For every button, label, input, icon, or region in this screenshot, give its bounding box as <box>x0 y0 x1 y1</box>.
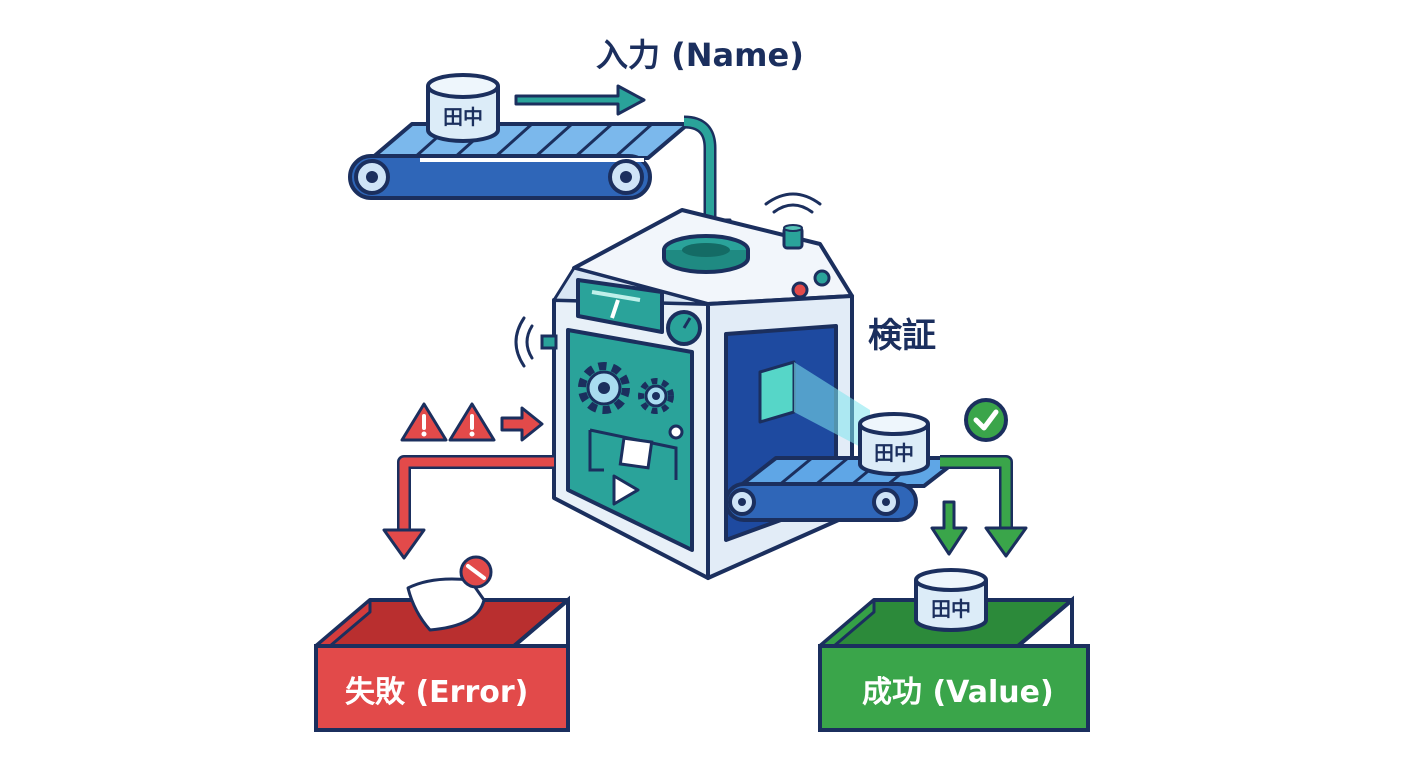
no-entry-icon <box>459 555 493 589</box>
side-signal-icon <box>514 316 534 368</box>
output-conveyor <box>724 456 962 522</box>
success-route-arrow-icon <box>940 455 1028 558</box>
flow-arrow-right-icon <box>514 84 646 116</box>
success-label: 成功 (Value) <box>862 675 1054 710</box>
validating-name-token: 田中 <box>858 412 930 476</box>
gear-icon <box>578 362 630 414</box>
error-bin <box>314 555 570 732</box>
signal-waves-icon <box>764 192 822 214</box>
input-label: 入力 (Name) <box>596 36 804 74</box>
input-conveyor <box>348 122 690 200</box>
warning-icon-second <box>448 402 496 442</box>
error-label: 失敗 (Error) <box>345 675 529 710</box>
error-route-arrow-icon <box>382 455 554 560</box>
verify-label: 検証 <box>868 316 936 356</box>
rejected-paper-icon <box>406 577 486 632</box>
success-name-token: 田中 <box>914 568 988 632</box>
success-bin: 田中 <box>818 568 1090 732</box>
validator-machine <box>514 192 870 580</box>
input-name-token: 田中 <box>426 73 500 143</box>
belt-token-label: 田中 <box>874 441 914 465</box>
success-down-arrow-icon <box>930 500 968 556</box>
success-token-label: 田中 <box>931 597 971 621</box>
error-flow-arrow-icon <box>500 406 544 442</box>
warning-icon <box>400 402 448 442</box>
status-light-red <box>791 281 809 299</box>
status-light-teal <box>813 269 831 287</box>
small-gear-icon <box>638 378 674 414</box>
check-circle-icon <box>964 398 1008 442</box>
input-token-label: 田中 <box>443 105 483 129</box>
